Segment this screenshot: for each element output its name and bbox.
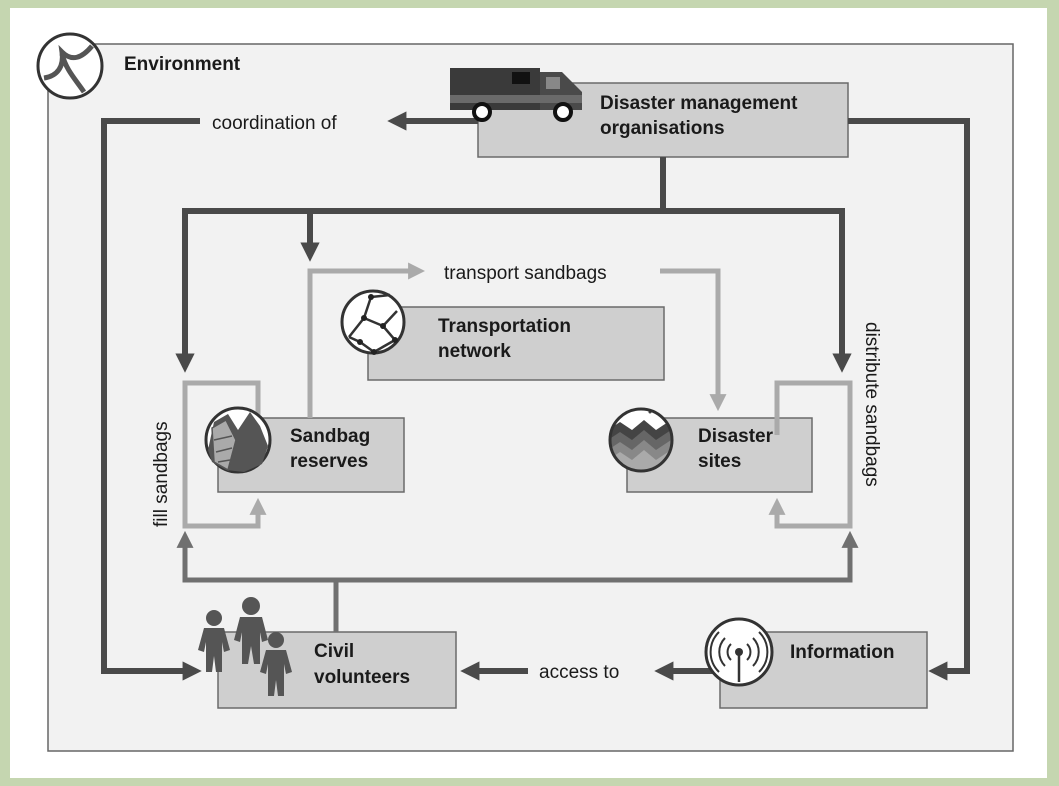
disaster-management-label-1: Disaster management <box>600 93 798 114</box>
dark-arrows <box>101 111 970 681</box>
edge-label-fill: fill sandbags <box>151 421 172 527</box>
sandbag-reserves-label-2: reserves <box>290 451 368 472</box>
sandbag-reserves-label-1: Sandbag <box>290 426 370 447</box>
ambulance-icon <box>450 68 582 122</box>
transportation-box <box>367 306 665 381</box>
disaster-sites-label-2: sites <box>698 451 741 472</box>
environment-label: Environment <box>124 54 241 75</box>
broadcast-icon <box>704 617 774 687</box>
transportation-label-2: network <box>438 341 511 362</box>
disaster-sites-label-1: Disaster <box>698 426 774 447</box>
sandbag-icon <box>204 406 272 474</box>
civil-volunteers-label-2: volunteers <box>314 667 410 688</box>
edge-label-transport: transport sandbags <box>444 263 607 284</box>
disaster-management-label-2: organisations <box>600 118 725 139</box>
road-network-icon <box>340 289 406 355</box>
information-label: Information <box>790 642 895 663</box>
volunteer-arrows <box>176 530 859 632</box>
civil-volunteers-label-1: Civil <box>314 641 354 662</box>
disaster-management-box <box>477 82 849 158</box>
environment-icon <box>36 32 104 100</box>
people-icon <box>198 597 292 696</box>
edge-label-access: access to <box>539 662 619 683</box>
light-arrows <box>182 262 853 529</box>
edge-label-distribute: distribute sandbags <box>861 322 882 487</box>
edge-label-coordination: coordination of <box>212 113 337 134</box>
flood-icon <box>608 407 674 473</box>
transportation-label-1: Transportation <box>438 316 571 337</box>
